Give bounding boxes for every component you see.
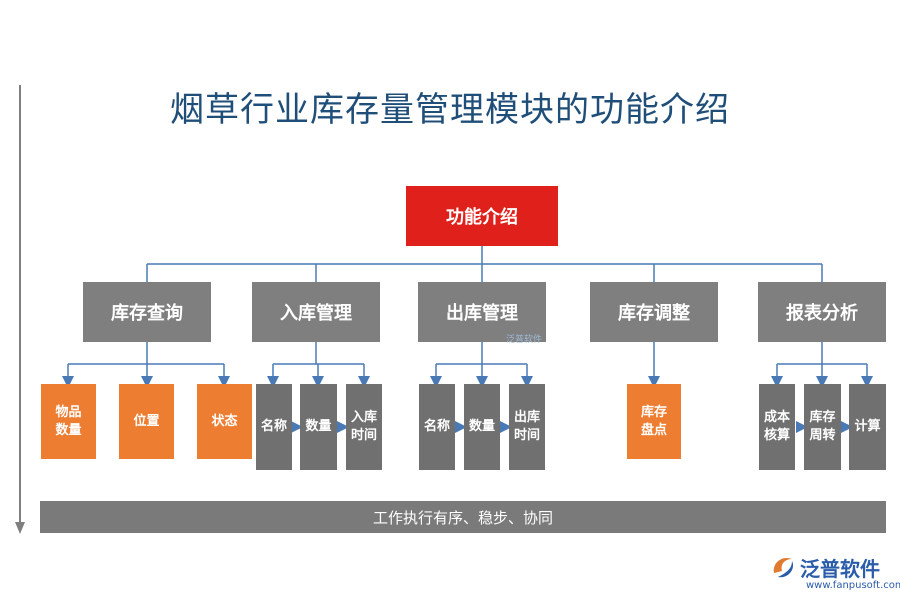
watermark: 泛普软件 xyxy=(506,335,543,345)
item-inbound-name: 名称 xyxy=(256,384,292,470)
footer-bar: 工作执行有序、稳步、协同 xyxy=(40,501,886,533)
item-location: 位置 xyxy=(119,384,174,459)
item-outbound-quantity: 数量 xyxy=(464,384,500,470)
category-adjust: 库存调整 xyxy=(590,282,718,342)
item-inbound-time: 入库 时间 xyxy=(346,384,382,470)
item-inbound-quantity: 数量 xyxy=(300,384,337,470)
item-outbound-name: 名称 xyxy=(419,384,455,470)
brand-logo-icon xyxy=(773,557,794,578)
brand-url: www.fanpusoft.com xyxy=(806,580,900,591)
page-title: 烟草行业库存量管理模块的功能介绍 xyxy=(170,90,730,130)
root-node: 功能介绍 xyxy=(406,186,558,246)
item-cost-accounting: 成本 核算 xyxy=(759,384,795,470)
item-inventory-turnover: 库存 周转 xyxy=(804,384,841,470)
item-status: 状态 xyxy=(197,384,252,459)
category-report: 报表分析 xyxy=(758,282,886,342)
category-outbound: 出库管理 xyxy=(418,282,546,342)
item-outbound-time: 出库 时间 xyxy=(509,384,545,470)
item-stocktaking: 库存 盘点 xyxy=(627,384,681,459)
brand-name: 泛普软件 xyxy=(800,557,880,581)
timeline-arrow-head xyxy=(15,522,25,534)
category-inventory-query: 库存查询 xyxy=(83,282,211,342)
category-inbound: 入库管理 xyxy=(252,282,380,342)
item-quantity: 物品 数量 xyxy=(41,384,96,459)
item-calculation: 计算 xyxy=(849,384,886,470)
